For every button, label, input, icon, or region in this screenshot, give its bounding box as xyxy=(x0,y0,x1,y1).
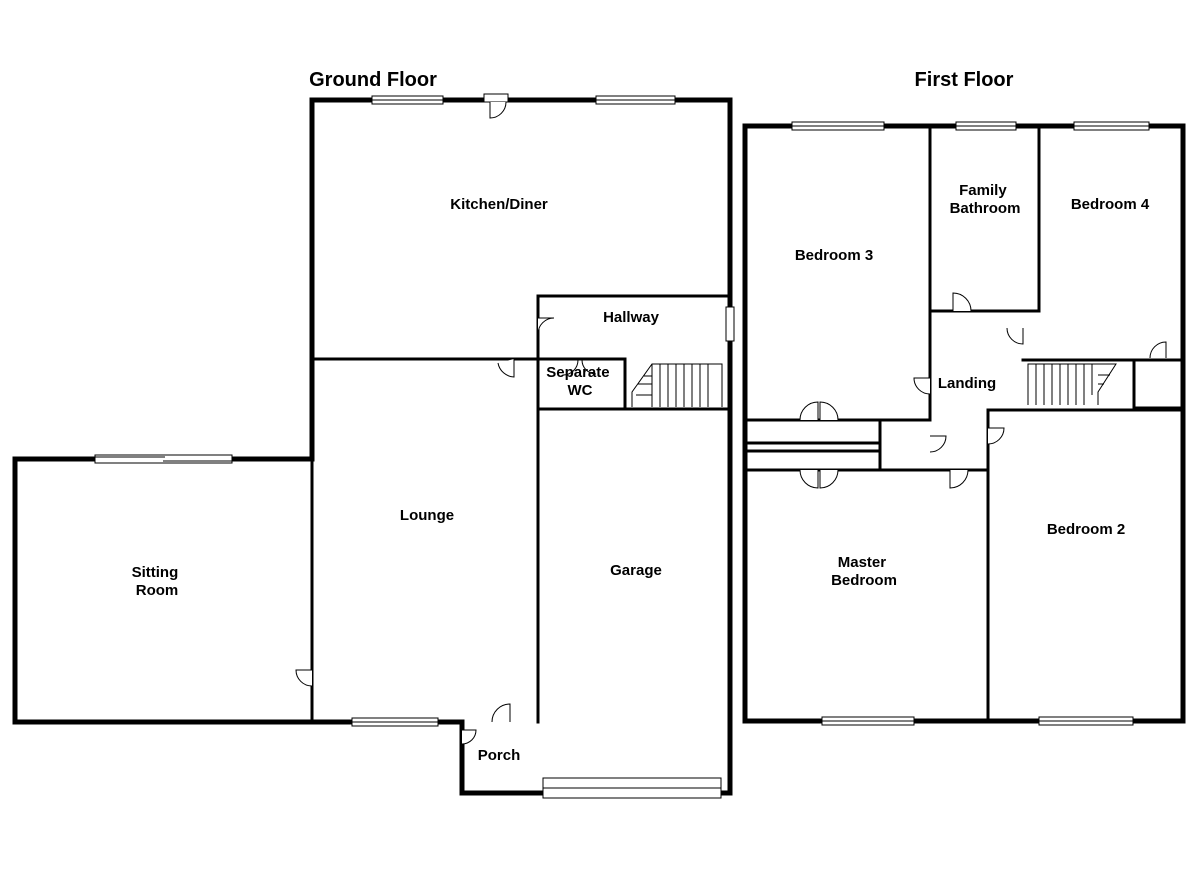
ground-floor: Ground Floor xyxy=(12,69,735,799)
first-floor-doors xyxy=(799,292,1167,489)
first-floor: First Floor xyxy=(742,69,1186,726)
room-label-kitchen-diner: Kitchen/Diner xyxy=(450,196,548,213)
room-label-bedroom-2: Bedroom 2 xyxy=(1047,521,1125,538)
room-label-sitting-room: Sitting Room xyxy=(132,564,183,599)
ground-floor-title: Ground Floor xyxy=(309,69,437,91)
room-label-lounge: Lounge xyxy=(400,507,454,524)
room-label-bedroom-4: Bedroom 4 xyxy=(1071,196,1150,213)
first-floor-outer-walls xyxy=(742,123,1186,724)
room-label-garage: Garage xyxy=(610,562,662,579)
room-label-bedroom-3: Bedroom 3 xyxy=(795,247,873,264)
ground-floor-interior-walls xyxy=(310,294,732,724)
ground-floor-doors xyxy=(295,93,597,745)
first-floor-title: First Floor xyxy=(915,69,1014,91)
first-floor-windows xyxy=(791,121,1150,726)
room-label-family-bathroom: Family Bathroom xyxy=(950,182,1021,217)
room-label-porch: Porch xyxy=(478,747,521,764)
room-label-landing: Landing xyxy=(938,375,996,392)
room-label-separate-wc: Separate WC xyxy=(546,364,614,399)
room-label-master-bedroom: Master Bedroom xyxy=(831,554,897,589)
ground-floor-outer-walls xyxy=(12,97,733,796)
ground-floor-stairs xyxy=(631,363,723,407)
ground-floor-windows xyxy=(94,95,735,799)
first-floor-stairs xyxy=(1027,363,1117,405)
room-label-hallway: Hallway xyxy=(603,309,660,326)
